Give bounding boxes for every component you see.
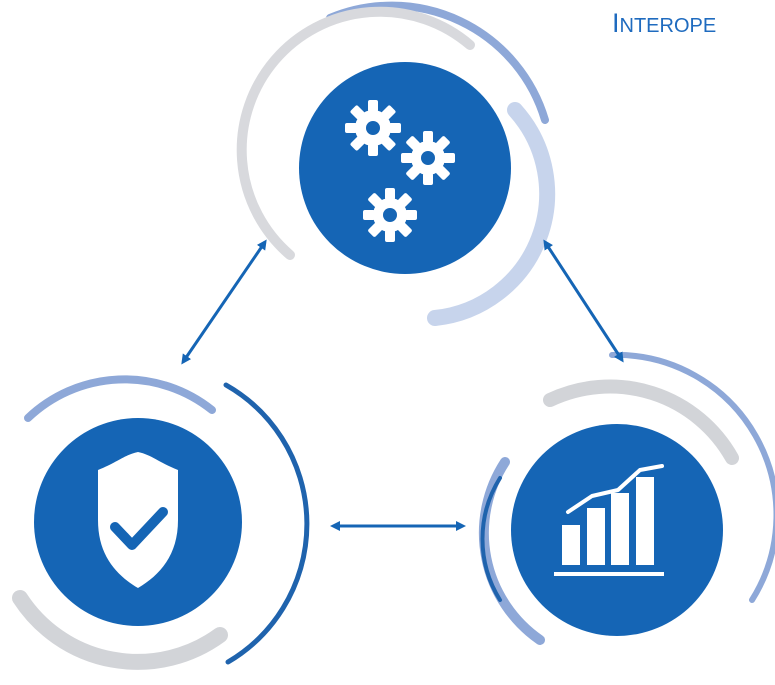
- security-ring-gray: [12, 590, 228, 670]
- connectors: [181, 239, 624, 531]
- headline-first-letter: I: [612, 8, 620, 38]
- operations-ring-pale: [427, 102, 556, 326]
- growth-ring-blue-left: [480, 476, 502, 602]
- gears-icon: [345, 100, 455, 242]
- operations-node: [236, 1, 556, 326]
- growth-node: [478, 351, 775, 645]
- security-ring-blue: [223, 382, 310, 665]
- bar-chart-growth-icon: [554, 464, 664, 576]
- operations-ring-gray: [236, 6, 475, 260]
- shield-check-icon: [98, 452, 178, 588]
- headline-rest: NTEROPE: [619, 15, 717, 37]
- operations-circle: [299, 62, 511, 274]
- security-node: [12, 375, 310, 670]
- growth-ring-gray: [543, 379, 739, 465]
- headline: INTEROPE: [612, 10, 716, 37]
- security-ring-outer-light: [24, 375, 216, 422]
- arrow-operations-security: [181, 239, 267, 365]
- arrow-operations-growth: [543, 239, 624, 363]
- growth-ring-outer-light: [609, 351, 775, 603]
- growth-ring-light-left: [478, 457, 545, 645]
